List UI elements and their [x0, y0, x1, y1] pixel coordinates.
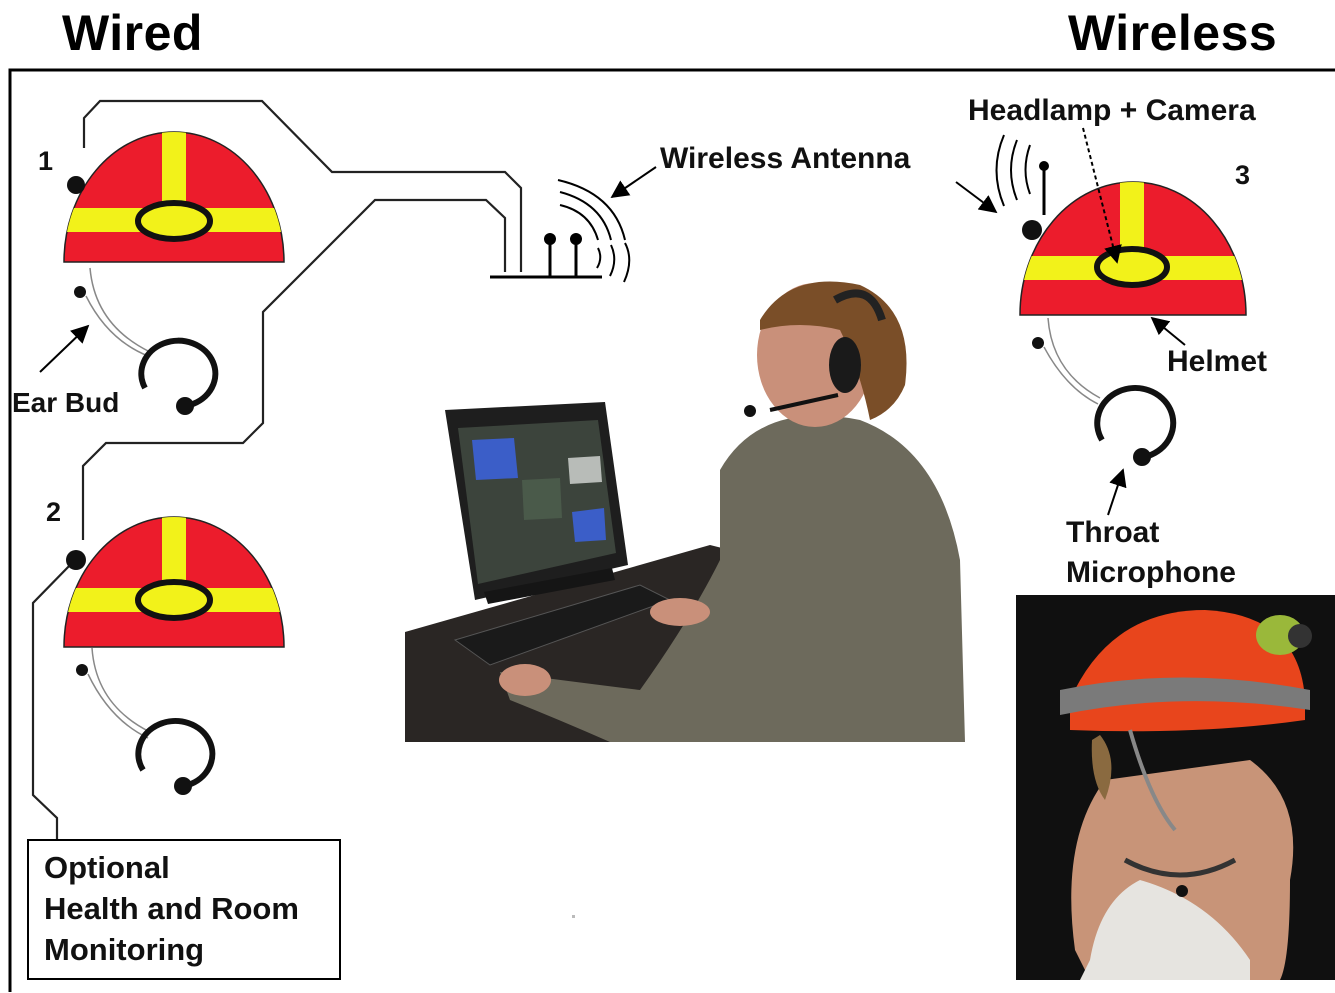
- operator-person: [499, 281, 965, 742]
- monitoring-box-line2: Health and Room: [44, 891, 299, 926]
- operator-workstation-photo: [405, 281, 965, 742]
- helmet-label: Helmet: [1167, 345, 1268, 378]
- headlamp-icon: [135, 200, 213, 242]
- optional-monitoring-box: Optional Health and Room Monitoring: [27, 839, 341, 980]
- helmet-3-number: 3: [1235, 160, 1251, 190]
- ear-bud-icon: [74, 267, 151, 357]
- wireless-signal-icon: [995, 134, 1031, 207]
- antenna-icon: [490, 233, 602, 279]
- headset-loop-icon: [138, 337, 219, 415]
- ear-bud-arrow: [39, 324, 90, 373]
- antenna-label-arrow: [610, 166, 657, 199]
- wireless-signal-icon: [557, 179, 631, 283]
- headset-loop-icon: [135, 718, 216, 795]
- cable-antenna-to-helmet2: [81, 198, 507, 540]
- wireless-heading: Wireless: [1068, 5, 1278, 61]
- ear-bud-icon: [76, 647, 151, 739]
- throat-microphone-icon: [1094, 385, 1177, 466]
- helmet-2-number: 2: [46, 497, 62, 527]
- antenna-label-arrow-right: [955, 181, 998, 214]
- cable-helmet1-to-antenna: [82, 99, 523, 272]
- helmet-1-number: 1: [38, 146, 54, 176]
- headlamp-camera-arrow: [1082, 127, 1122, 264]
- monitoring-box-line3: Monitoring: [44, 932, 205, 967]
- headlamp-camera-label: Headlamp + Camera: [968, 94, 1256, 127]
- wireless-antenna-label: Wireless Antenna: [660, 142, 911, 175]
- helmet-3-icon: [1019, 161, 1247, 316]
- headlamp-icon: [1094, 246, 1170, 288]
- throat-microphone-label-line2: Microphone: [1066, 556, 1236, 589]
- wired-heading: Wired: [62, 5, 203, 61]
- helmet-1-icon: [63, 131, 285, 263]
- throat-microphone-label-line1: Throat: [1066, 516, 1160, 549]
- cable-helmet2-to-monitoring: [31, 561, 74, 839]
- helmet-2-icon: [63, 516, 285, 648]
- diagram-frame: [8, 68, 1335, 992]
- ear-bud-label: Ear Bud: [12, 387, 120, 418]
- monitoring-box-line1: Optional: [44, 850, 170, 885]
- computer-monitor: [445, 402, 628, 604]
- miner-helmet-photo: [1016, 595, 1335, 980]
- helmet-label-arrow: [1150, 316, 1186, 346]
- headlamp-icon: [135, 579, 213, 621]
- throat-microphone-arrow: [1107, 468, 1127, 516]
- ear-bud-icon: [1032, 317, 1101, 405]
